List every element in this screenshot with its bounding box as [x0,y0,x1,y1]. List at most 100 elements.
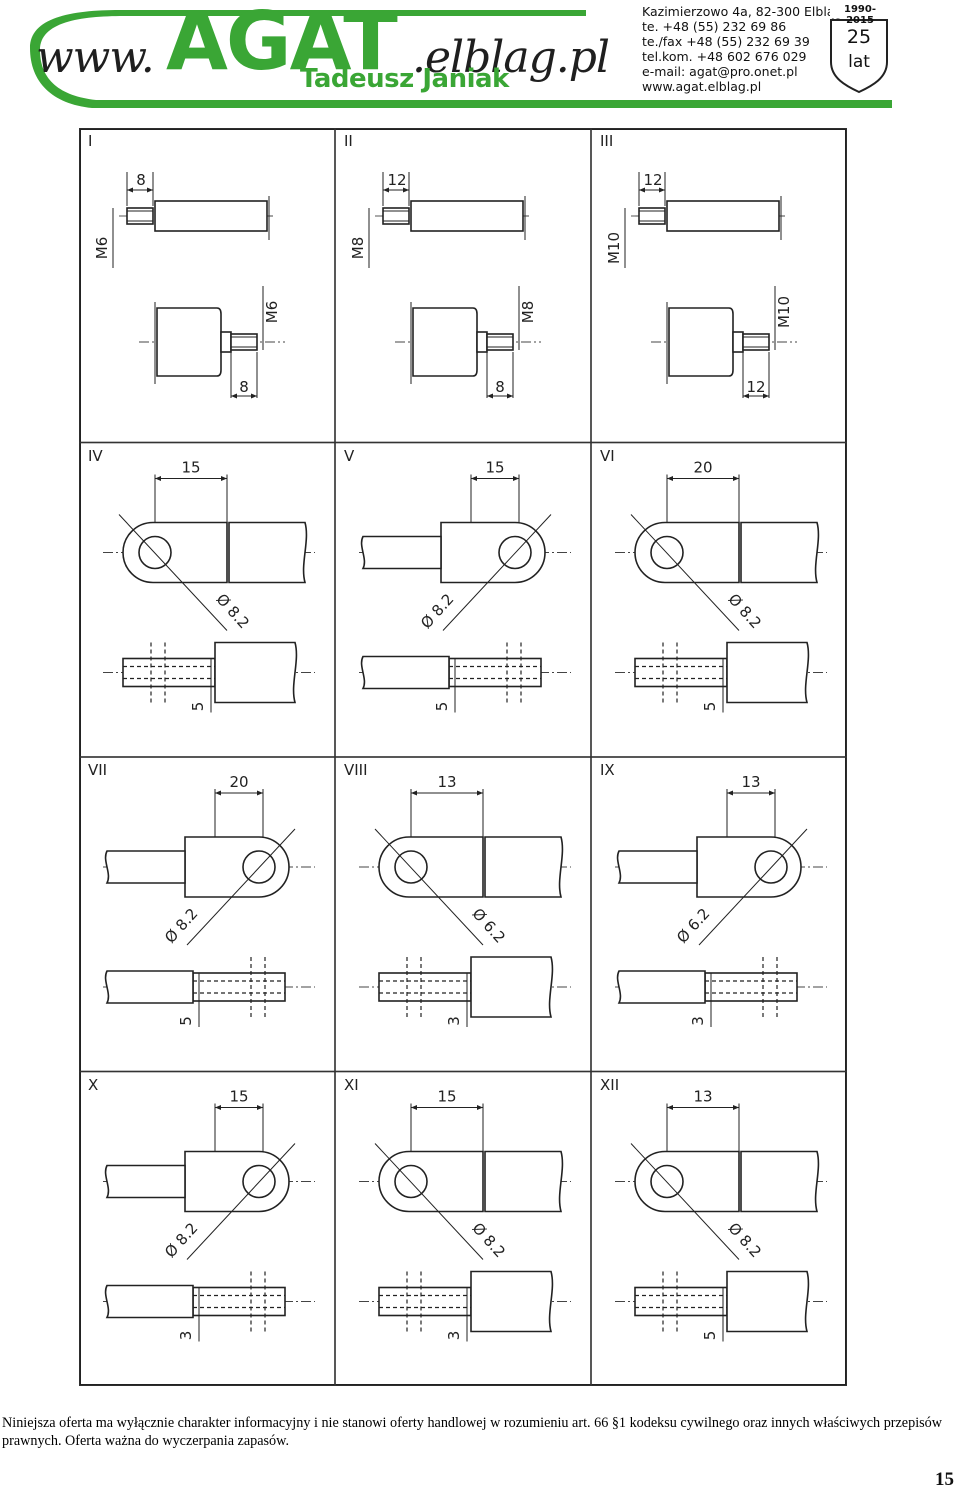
arrowhead [477,790,483,796]
cell-label-v: V [344,446,355,465]
rod-section [616,850,698,884]
drawing-cell-viii: 13Ø 6.23 [334,756,592,1073]
eye-plate [122,657,216,688]
threaded-stud [742,333,770,351]
cell-label-vii: VII [88,761,108,779]
cell-label-vi: VI [600,446,615,465]
cell-border [334,441,592,758]
arrowhead [257,790,263,796]
rod-section [470,1270,554,1333]
cell-label-ix: IX [600,761,615,779]
dimension-width: 15 [437,1088,456,1106]
contact-fax: te./fax +48 (55) 232 69 39 [642,34,810,49]
diameter-leader [630,514,740,631]
arrowhead [231,393,237,399]
collar [476,331,488,353]
arrowhead [477,1105,483,1110]
rod-section [484,836,564,898]
cell-border [334,1070,592,1386]
dimension-width: 15 [181,459,200,477]
contact-address: Kazimierzowo 4a, 82-300 Elbląg [642,4,843,19]
arrowhead [769,790,775,796]
dimension-thickness: 5 [189,702,207,712]
page-number: 15 [935,1469,954,1490]
cell-border [79,128,336,444]
cell-border [334,128,592,444]
eye-plate [192,972,286,1002]
rod-section [726,641,810,704]
dimension-thickness: 3 [689,1016,707,1026]
rod-section [360,655,450,690]
tube-body [410,200,524,232]
drawing-cell-vi: 20Ø 8.25 [590,441,847,758]
dimension-diameter: Ø 8.2 [724,1219,764,1261]
dimension-thickness: 3 [177,1331,195,1341]
diameter-leader [186,1143,296,1260]
cell-label-iii: III [600,132,614,150]
dimension-diameter: Ø 6.2 [468,905,508,947]
dimension-length-bottom: 12 [746,378,765,396]
drawing-cell-xii: 13Ø 8.25 [590,1070,847,1386]
contact-email: e-mail: agat@pro.onet.pl [642,64,798,79]
dimension-thread-bottom: M6 [263,301,281,324]
diameter-leader [374,1143,484,1260]
tube-body [666,200,780,232]
cell-border [79,441,336,758]
dimension-thread-top: M8 [349,237,367,260]
drawing-cell-x: 15Ø 8.23 [79,1070,336,1386]
cap-body [412,307,478,377]
dimension-thickness: 5 [701,702,719,712]
threaded-stud [126,207,154,225]
dimension-width: 13 [741,773,760,791]
arrowhead [513,476,519,481]
cell-border [590,128,847,444]
dimension-thickness: 5 [701,1331,719,1341]
eye-plate [634,1286,728,1317]
dimension-diameter: Ø 8.2 [212,590,252,632]
dimension-length-bottom: 8 [495,378,505,396]
dimension-diameter: Ø 8.2 [161,905,201,947]
arrowhead [155,476,161,481]
dimension-width: 20 [229,773,248,791]
cell-label-xi: XI [344,1075,359,1094]
rod-section [726,1270,810,1333]
arrowhead [667,1105,673,1110]
eye-plate [378,972,472,1002]
arrowhead [411,1105,417,1110]
brand-www: www. [36,32,155,83]
arrowhead [251,393,257,399]
cap-body [156,307,222,377]
rod-section [228,521,308,584]
anniversary-shield-icon [830,4,888,94]
arrowhead [743,393,749,399]
dimension-thickness: 5 [433,702,451,712]
rod-section [740,1150,820,1213]
dimension-width: 15 [485,459,504,477]
brand-logo-agat: AGAT [166,0,398,88]
dimension-thread-bottom: M10 [775,296,793,328]
cell-border [590,441,847,758]
dimension-width: 13 [437,773,456,791]
arrowhead [639,187,645,193]
cell-border [590,756,847,1073]
rod-section [214,641,298,704]
arrowhead [667,476,673,481]
rod-section [104,1164,186,1199]
arrowhead [727,790,733,796]
cell-label-viii: VIII [344,761,368,779]
collar [732,331,744,353]
cell-label-i: I [88,132,93,150]
dimension-length-top: 12 [387,171,406,189]
dimension-thread-top: M6 [93,237,111,260]
threaded-stud [486,333,514,351]
diameter-leader [374,828,484,946]
cell-border [334,756,592,1073]
rod-section [104,970,194,1004]
arrowhead [221,476,227,481]
arrowhead [733,1105,739,1110]
dimension-diameter: Ø 8.2 [724,590,764,632]
arrowhead [215,790,221,796]
arrowhead [411,790,417,796]
